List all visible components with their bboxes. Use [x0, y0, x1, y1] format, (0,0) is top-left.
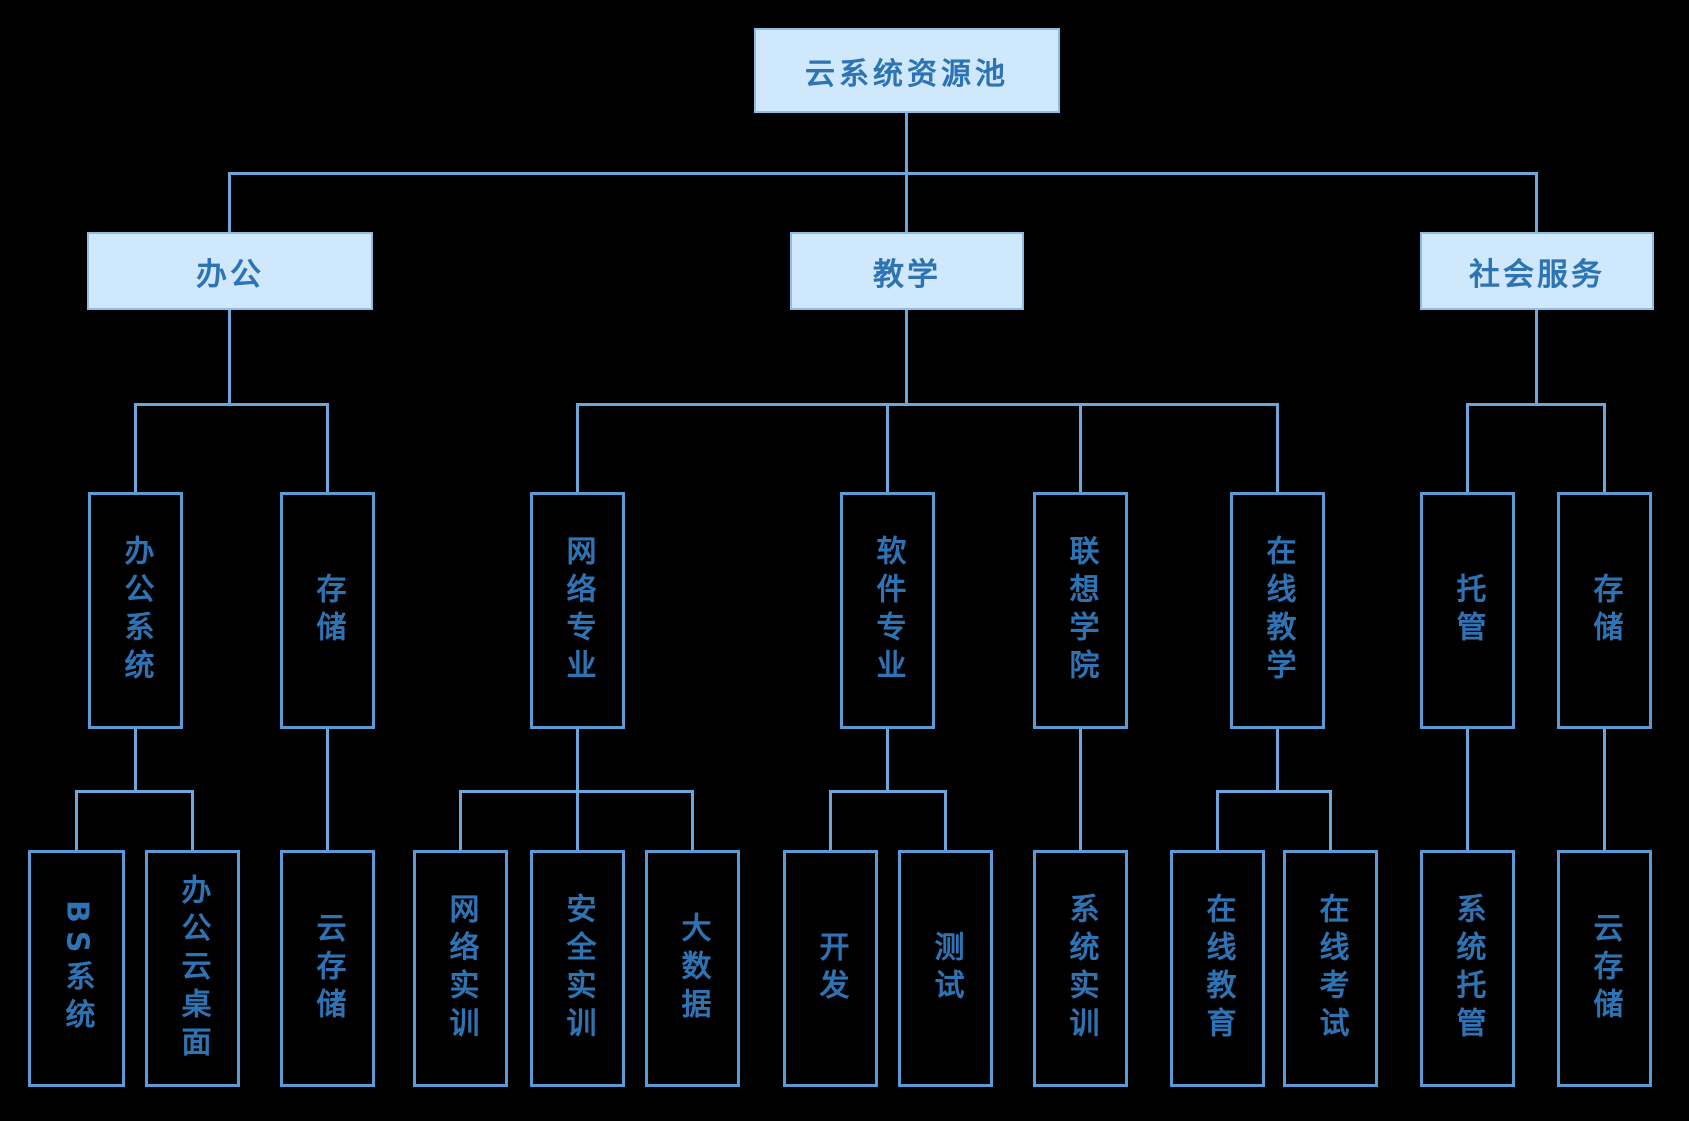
node-system-hosting-label: 系统托管: [1450, 892, 1486, 1045]
connector-network-major-stem: [576, 729, 579, 792]
node-office-storage-label: 存储: [310, 572, 346, 649]
node-online-teaching-label: 在线教学: [1260, 534, 1296, 687]
node-development: 开发: [783, 850, 878, 1087]
connector-drop-teaching: [905, 175, 908, 232]
connector-office-bar: [134, 403, 329, 406]
node-online-exam-label: 在线考试: [1313, 892, 1349, 1045]
connector-teaching-stem: [905, 310, 908, 405]
node-cloud-resource-pool-label: 云系统资源池: [805, 56, 1009, 92]
node-office-cloud-desktop: 办公云桌面: [145, 850, 240, 1087]
connector-drop-online-exam: [1329, 792, 1332, 850]
node-office-cloud-storage-label: 云存储: [310, 911, 346, 1026]
node-office-storage: 存储: [280, 492, 375, 729]
connector-software-major-stem: [886, 729, 889, 792]
node-social-services: 社会服务: [1420, 232, 1654, 310]
connector-lenovo-college-line: [1079, 729, 1082, 850]
connector-drop-office-cloud-desktop: [191, 792, 194, 850]
connector-drop-hosting: [1466, 405, 1469, 492]
connector-social-storage-line: [1603, 729, 1606, 850]
connector-drop-office: [228, 175, 231, 232]
connector-social-bar: [1466, 403, 1606, 406]
connector-drop-social-services: [1535, 175, 1538, 232]
connector-office-system-stem: [134, 729, 137, 792]
connector-drop-online-education: [1216, 792, 1219, 850]
node-social-cloud-storage-label: 云存储: [1587, 911, 1623, 1026]
connector-drop-big-data: [691, 792, 694, 850]
node-lenovo-college-label: 联想学院: [1063, 534, 1099, 687]
node-security-training: 安全实训: [530, 850, 625, 1087]
connector-drop-network-training: [459, 792, 462, 850]
node-system-training: 系统实训: [1033, 850, 1128, 1087]
node-social-cloud-storage: 云存储: [1557, 850, 1652, 1087]
node-office-label: 办公: [196, 256, 264, 293]
node-system-training-label: 系统实训: [1063, 892, 1099, 1045]
node-bs-system-label: BS系统: [59, 900, 95, 1037]
connector-hosting-line: [1466, 729, 1469, 850]
node-network-training: 网络实训: [413, 850, 508, 1087]
node-teaching: 教学: [790, 232, 1024, 310]
connector-social-stem: [1535, 310, 1538, 405]
connector-online-teaching-stem: [1276, 729, 1279, 792]
connector-drop-online-teaching: [1276, 405, 1279, 492]
connector-teaching-bar: [576, 403, 1279, 406]
node-social-storage-label: 存储: [1587, 572, 1623, 649]
node-development-label: 开发: [813, 930, 849, 1007]
connector-drop-development: [829, 792, 832, 850]
connector-office-system-bar: [75, 790, 194, 793]
node-online-exam: 在线考试: [1283, 850, 1378, 1087]
node-hosting-label: 托管: [1450, 572, 1486, 649]
node-office: 办公: [87, 232, 373, 310]
node-online-education-label: 在线教育: [1200, 892, 1236, 1045]
node-office-system-label: 办公系统: [118, 534, 154, 687]
connector-trunk-bar: [228, 172, 1538, 175]
connector-drop-social-storage: [1603, 405, 1606, 492]
node-office-cloud-storage: 云存储: [280, 850, 375, 1087]
node-big-data: 大数据: [645, 850, 740, 1087]
connector-office-storage-line: [326, 729, 329, 850]
node-cloud-resource-pool: 云系统资源池: [754, 28, 1060, 113]
node-bs-system: BS系统: [28, 850, 125, 1087]
node-social-storage: 存储: [1557, 492, 1652, 729]
connector-drop-network-major: [576, 405, 579, 492]
connector-drop-bs-system: [75, 792, 78, 850]
node-online-education: 在线教育: [1170, 850, 1265, 1087]
connector-drop-security-training: [576, 792, 579, 850]
connector-drop-testing: [944, 792, 947, 850]
node-system-hosting: 系统托管: [1420, 850, 1515, 1087]
node-office-cloud-desktop-label: 办公云桌面: [175, 873, 211, 1064]
node-teaching-label: 教学: [873, 256, 941, 293]
connector-root-stem: [905, 113, 908, 175]
node-big-data-label: 大数据: [675, 911, 711, 1026]
connector-drop-software-major: [886, 405, 889, 492]
node-online-teaching: 在线教学: [1230, 492, 1325, 729]
node-hosting: 托管: [1420, 492, 1515, 729]
node-security-training-label: 安全实训: [560, 892, 596, 1045]
node-social-services-label: 社会服务: [1469, 256, 1605, 293]
node-lenovo-college: 联想学院: [1033, 492, 1128, 729]
connector-network-major-bar: [459, 790, 694, 793]
node-network-training-label: 网络实训: [443, 892, 479, 1045]
node-testing-label: 测试: [928, 930, 964, 1007]
node-network-major: 网络专业: [530, 492, 625, 729]
connector-drop-lenovo-college: [1079, 405, 1082, 492]
node-software-major-label: 软件专业: [870, 534, 906, 687]
node-testing: 测试: [898, 850, 993, 1087]
connector-drop-office-system: [134, 405, 137, 492]
node-office-system: 办公系统: [88, 492, 183, 729]
node-network-major-label: 网络专业: [560, 534, 596, 687]
connector-software-major-bar: [829, 790, 947, 793]
connector-drop-office-storage: [326, 405, 329, 492]
connector-office-stem: [228, 310, 231, 405]
connector-online-teaching-bar: [1216, 790, 1332, 793]
node-software-major: 软件专业: [840, 492, 935, 729]
